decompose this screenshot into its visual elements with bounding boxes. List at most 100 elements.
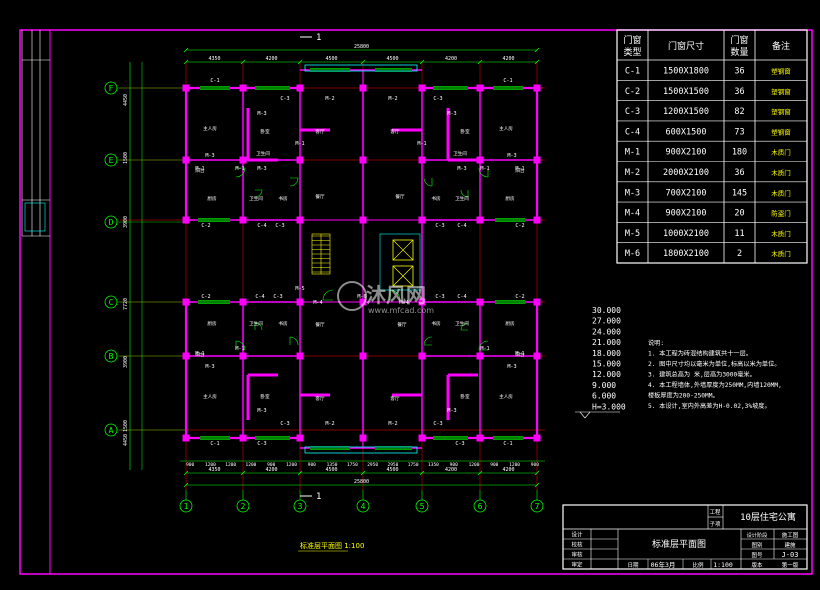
table-cell: 木质门 — [771, 249, 791, 258]
table-cell: 木质门 — [771, 168, 791, 177]
table-header: 类型 — [623, 46, 641, 58]
dim-label: 1750 — [347, 462, 358, 468]
tb-label: 施工图 — [782, 531, 799, 539]
door-swing — [254, 189, 263, 198]
column — [418, 434, 426, 442]
table-header: 备注 — [772, 40, 790, 52]
dim-label: 4500 — [386, 56, 398, 62]
column — [359, 216, 367, 224]
door-window-tag: M-1 — [515, 166, 524, 172]
axis-label: 4 — [361, 502, 366, 511]
column — [359, 84, 367, 92]
door-swing — [289, 177, 299, 187]
tb-label: 第一版 — [782, 561, 799, 569]
axis-label: F — [109, 84, 114, 93]
dim-label: 900 — [490, 462, 498, 468]
room-label: 客厅 — [390, 128, 400, 135]
table-cell: 73 — [734, 127, 744, 137]
room-label: 餐厅 — [397, 321, 407, 328]
dim-label: 2950 — [367, 462, 378, 468]
dim-tick — [240, 59, 246, 65]
room-label: 书房 — [278, 320, 288, 327]
tb-label: J-03 — [782, 551, 799, 559]
door-window-tag: M-6 — [357, 294, 366, 300]
column — [182, 156, 190, 164]
door-window-tag: M-3 — [507, 153, 516, 159]
tb-label: 1:100 — [713, 561, 733, 569]
column — [182, 84, 190, 92]
column — [359, 434, 367, 442]
axis-label: 7 — [535, 502, 540, 511]
room-label: 主人房 — [499, 125, 513, 132]
svg-text:1: 1 — [316, 492, 321, 502]
table-cell: 塑钢窗 — [771, 87, 791, 96]
svg-text:1: 1 — [316, 33, 321, 43]
door-swing — [423, 336, 433, 346]
title-frame — [562, 504, 808, 570]
binding-strip — [21, 30, 50, 237]
column — [359, 156, 367, 164]
column — [296, 434, 304, 442]
door-window-tag: M-3 — [447, 408, 456, 414]
dim-tick — [534, 470, 540, 476]
elevation-value: 30.000 — [592, 306, 621, 315]
column — [296, 156, 304, 164]
plan-title: 标准层平面图 1:100 — [300, 541, 364, 550]
section-mark-bottom: 1 — [300, 492, 321, 502]
dim-label: 1500 — [123, 420, 129, 432]
elevation-value: 21.000 — [592, 338, 621, 347]
column — [296, 352, 304, 360]
dim-label: 1200 — [246, 462, 257, 468]
dim-label: 900 — [531, 462, 539, 468]
room-label: 厨房 — [207, 320, 217, 327]
table-cell: 塑钢窗 — [771, 127, 791, 136]
door-window-tag: M-1 — [195, 166, 204, 172]
door-window-tag: M-1 — [417, 141, 426, 147]
table-cell: 塑钢窗 — [771, 67, 791, 76]
dim-label: 1500 — [123, 152, 129, 164]
dim-label: 4350 — [208, 56, 220, 62]
column — [418, 298, 426, 306]
dim-label: 4450 — [123, 94, 129, 106]
column — [182, 434, 190, 442]
dim-tick — [534, 482, 540, 488]
table-cell: M-2 — [625, 168, 640, 178]
axis-bubble — [415, 499, 429, 513]
door-window-tag: C-2 — [201, 223, 210, 229]
elevation-value: H=3.000 — [592, 402, 626, 411]
table-cell: 11 — [734, 229, 744, 239]
column — [476, 352, 484, 360]
axis-label: 6 — [478, 502, 483, 511]
door-window-tag: C-2 — [201, 294, 210, 300]
axis-label: D — [109, 218, 114, 227]
column — [359, 298, 367, 306]
room-label: 餐厅 — [395, 193, 405, 200]
column — [239, 156, 247, 164]
axis-bubble — [236, 499, 250, 513]
elevator-x — [392, 239, 414, 261]
tb-label: 日期 — [627, 562, 639, 569]
column — [418, 156, 426, 164]
room-label: 主人房 — [499, 393, 513, 400]
tb-label: 版本 — [751, 561, 763, 569]
room-label: 卧室 — [260, 128, 270, 135]
table-cell: 1500X1800 — [663, 67, 709, 77]
table-header: 数量 — [730, 46, 748, 58]
note-line: 3. 建筑总高为 米,层高为3000毫米。 — [648, 371, 756, 379]
table-cell: M-5 — [625, 229, 640, 239]
door-window-tag: C-3 — [280, 96, 289, 102]
room-label: 餐厅 — [315, 193, 325, 200]
door-window-tag: C-1 — [210, 441, 219, 447]
table-cell: 1500X1500 — [663, 87, 709, 97]
dim-tick — [360, 470, 366, 476]
dim-label: 4500 — [325, 467, 337, 473]
dim-label: 1750 — [408, 462, 419, 468]
axis-bubble — [356, 499, 370, 513]
column — [476, 156, 484, 164]
table-cell: 900X2100 — [666, 148, 707, 158]
table-cell: 1800X2100 — [663, 249, 709, 259]
room-label: 厨房 — [505, 195, 515, 202]
column — [296, 298, 304, 306]
dim-label: 1200 — [509, 462, 520, 468]
